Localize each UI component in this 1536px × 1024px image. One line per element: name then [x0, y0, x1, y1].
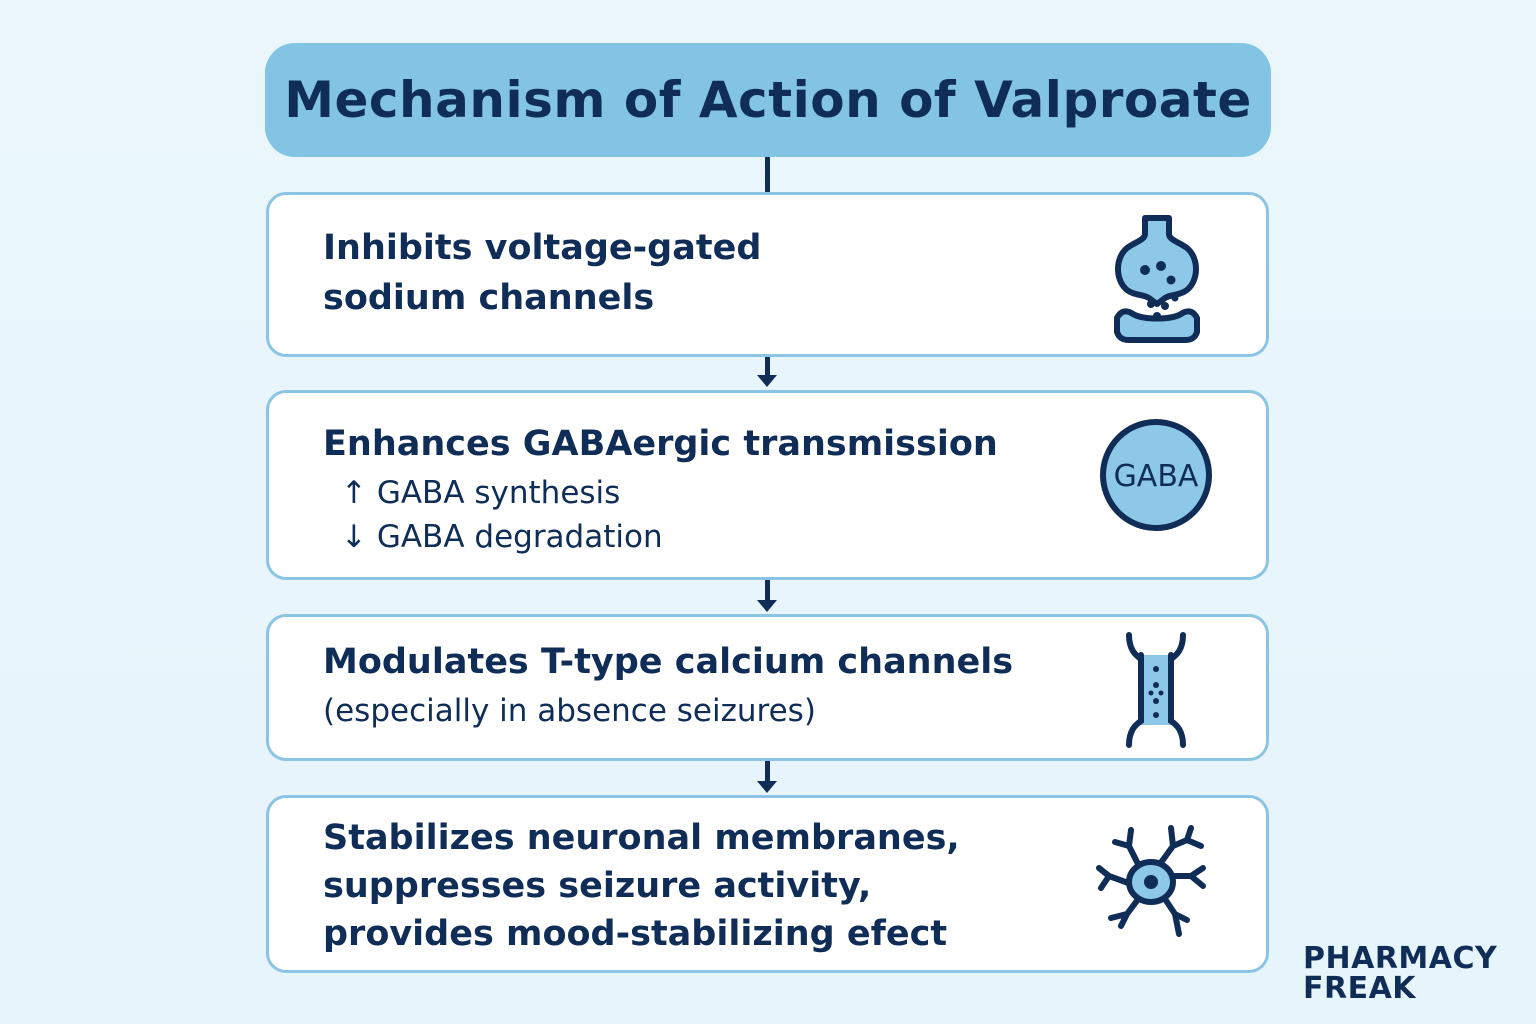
down-arrow-icon — [757, 600, 777, 612]
heading-line: sodium channels — [323, 278, 655, 318]
connector-line — [765, 580, 770, 600]
step-subtext: ↑ GABA synthesis ↓ GABA degradation — [323, 471, 998, 559]
down-arrow-icon — [757, 375, 777, 387]
down-arrow-icon — [757, 781, 777, 793]
brand-line: FREAK — [1303, 971, 1417, 1006]
gaba-icon-label: GABA — [1114, 459, 1199, 494]
step-card-sodium-channels: Inhibits voltage-gated sodium channels — [266, 192, 1269, 357]
connector-line — [765, 157, 770, 192]
heading-line: suppresses seizure activity, — [323, 866, 872, 906]
gaba-degradation-line: ↓ GABA degradation — [341, 519, 663, 555]
ion-channel-icon — [1126, 632, 1186, 748]
brand-line: PHARMACY — [1303, 941, 1498, 976]
page-title: Mechanism of Action of Valproate — [284, 71, 1252, 129]
heading-line: Stabilizes neuronal membranes, — [323, 818, 960, 858]
gaba-icon: GABA — [1100, 419, 1212, 531]
connector-line — [765, 357, 770, 375]
step-heading: Modulates T-type calcium channels — [323, 642, 1014, 682]
heading-line: Inhibits voltage-gated — [323, 228, 762, 268]
title-banner: Mechanism of Action of Valproate — [265, 43, 1271, 157]
step-heading: Enhances GABAergic transmission — [323, 424, 998, 464]
heading-line: provides mood-stabilizing efect — [323, 914, 948, 954]
step-card-membrane-stabilization: Stabilizes neuronal membranes, suppresse… — [266, 795, 1269, 973]
step-card-calcium-channels: Modulates T-type calcium channels (espec… — [266, 614, 1269, 761]
step-heading: Inhibits voltage-gated sodium channels — [323, 223, 761, 323]
step-heading: Stabilizes neuronal membranes, suppresse… — [323, 814, 960, 958]
step-card-gabaergic: Enhances GABAergic transmission ↑ GABA s… — [266, 390, 1269, 580]
connector-line — [765, 761, 770, 781]
gaba-synthesis-line: ↑ GABA synthesis — [341, 475, 621, 511]
neuron-icon — [1096, 825, 1206, 937]
brand-logo: PHARMACY FREAK — [1303, 944, 1497, 1004]
step-subtext: (especially in absence seizures) — [323, 693, 816, 729]
synapse-icon — [1114, 215, 1200, 343]
